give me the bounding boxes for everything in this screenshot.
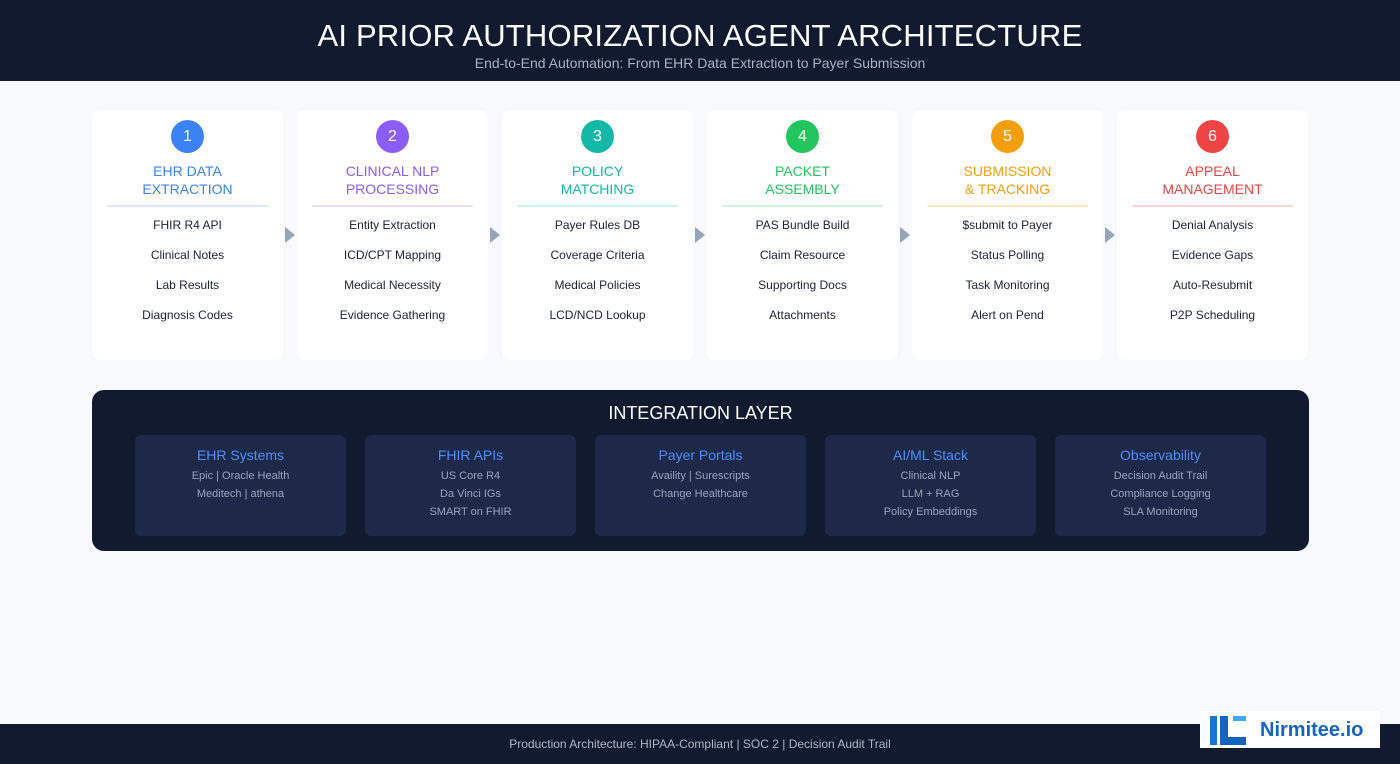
stage-divider [927, 205, 1088, 207]
integration-box-line: Da Vinci IGs [440, 488, 501, 500]
integration-box-payer-portals: Payer Portals Availity | Surescripts Cha… [595, 435, 806, 536]
stage-divider [312, 205, 473, 207]
stage-item: Alert on Pend [971, 308, 1044, 322]
integration-box-line: Epic | Oracle Health [191, 470, 290, 482]
stage-item-list: PAS Bundle Build Claim Resource Supporti… [707, 216, 898, 336]
flow-arrow-icon [490, 227, 500, 243]
stage-number-badge: 6 [1196, 120, 1229, 153]
integration-box-title: FHIR APIs [437, 447, 504, 463]
stage-item: Clinical Notes [150, 248, 225, 262]
footer-bar: Production Architecture: HIPAA-Compliant… [0, 724, 1400, 764]
flow-arrow-icon [1105, 227, 1115, 243]
stage-title: SUBMISSION& TRACKING [963, 163, 1052, 197]
brand-name: Nirmitee.io [1260, 719, 1364, 741]
stage-item-list: FHIR R4 API Clinical Notes Lab Results D… [92, 216, 283, 336]
stage-item: Payer Rules DB [554, 218, 641, 232]
integration-box-line: Availity | Surescripts [651, 470, 750, 482]
integration-box-title: Observability [1120, 447, 1201, 463]
stage-item: Medical Necessity [344, 278, 441, 292]
integration-box-line: Compliance Logging [1110, 488, 1211, 500]
integration-box-line: LLM + RAG [901, 488, 960, 500]
stage-item: PAS Bundle Build [755, 218, 850, 232]
integration-box-line: SLA Monitoring [1123, 506, 1198, 518]
stage-divider [517, 205, 678, 207]
stage-item-list: Entity Extraction ICD/CPT Mapping Medica… [297, 216, 488, 336]
integration-box-title: AI/ML Stack [893, 447, 968, 463]
stage-item: $submit to Payer [962, 218, 1053, 232]
stage-item-list: Denial Analysis Evidence Gaps Auto-Resub… [1117, 216, 1308, 336]
stage-divider [107, 205, 268, 207]
header-banner: AI PRIOR AUTHORIZATION AGENT ARCHITECTUR… [0, 0, 1400, 81]
flow-arrow-icon [900, 227, 910, 243]
stage-item-list: $submit to Payer Status Polling Task Mon… [912, 216, 1103, 336]
stage-divider [722, 205, 883, 207]
integration-box-title: EHR Systems [196, 447, 285, 463]
stage-item: ICD/CPT Mapping [343, 248, 442, 262]
footer-text: Production Architecture: HIPAA-Compliant… [509, 737, 891, 751]
stage-item: Coverage Criteria [550, 248, 645, 262]
stage-number-badge: 4 [786, 120, 819, 153]
integration-box-line: SMART on FHIR [429, 506, 512, 518]
stage-item: Diagnosis Codes [142, 308, 233, 322]
integration-box-line: Meditech | athena [196, 488, 285, 500]
stage-item-list: Payer Rules DB Coverage Criteria Medical… [502, 216, 693, 336]
stage-item: Lab Results [155, 278, 220, 292]
integration-box-line: US Core R4 [440, 470, 501, 482]
stage-item: Evidence Gaps [1171, 248, 1254, 262]
integration-box-line: Change Healthcare [653, 488, 748, 500]
flow-arrow-icon [285, 227, 295, 243]
stage-number-badge: 2 [376, 120, 409, 153]
stage-item: FHIR R4 API [153, 218, 222, 232]
integration-box-observability: Observability Decision Audit Trail Compl… [1055, 435, 1266, 536]
stage-number-badge: 1 [171, 120, 204, 153]
integration-box-title: Payer Portals [658, 447, 743, 463]
flow-arrow-icon [695, 227, 705, 243]
stage-item: Claim Resource [759, 248, 846, 262]
stage-item: Supporting Docs [758, 278, 847, 292]
integration-box-ai-ml-stack: AI/ML Stack Clinical NLP LLM + RAG Polic… [825, 435, 1036, 536]
stage-number-badge: 3 [581, 120, 614, 153]
page-subtitle: End-to-End Automation: From EHR Data Ext… [474, 55, 926, 71]
stage-item: Status Polling [970, 248, 1045, 262]
stage-item: Entity Extraction [349, 218, 436, 232]
stage-item: Denial Analysis [1171, 218, 1254, 232]
page-title: AI PRIOR AUTHORIZATION AGENT ARCHITECTUR… [317, 18, 1083, 53]
stage-item: Auto-Resubmit [1172, 278, 1253, 292]
stage-card-submission-tracking: 5 SUBMISSION& TRACKING $submit to Payer … [912, 110, 1103, 360]
nirmitee-logo-icon [1210, 716, 1246, 745]
stage-item: Task Monitoring [965, 278, 1050, 292]
integration-box-fhir-apis: FHIR APIs US Core R4 Da Vinci IGs SMART … [365, 435, 576, 536]
stage-number-badge: 5 [991, 120, 1024, 153]
integration-layer-panel: INTEGRATION LAYER EHR Systems Epic | Ora… [92, 390, 1309, 551]
stage-item: LCD/NCD Lookup [549, 308, 646, 322]
integration-box-ehr-systems: EHR Systems Epic | Oracle Health Meditec… [135, 435, 346, 536]
stage-item: Evidence Gathering [339, 308, 446, 322]
integration-box-line: Clinical NLP [900, 470, 961, 482]
integration-box-line: Decision Audit Trail [1113, 470, 1208, 482]
stage-divider [1132, 205, 1293, 207]
integration-box-line: Policy Embeddings [883, 506, 978, 518]
stage-item: P2P Scheduling [1169, 308, 1256, 322]
stage-item: Medical Policies [554, 278, 641, 292]
stage-item: Attachments [769, 308, 836, 322]
brand-logo: Nirmitee.io [1200, 711, 1380, 748]
integration-layer-title: INTEGRATION LAYER [608, 403, 793, 423]
